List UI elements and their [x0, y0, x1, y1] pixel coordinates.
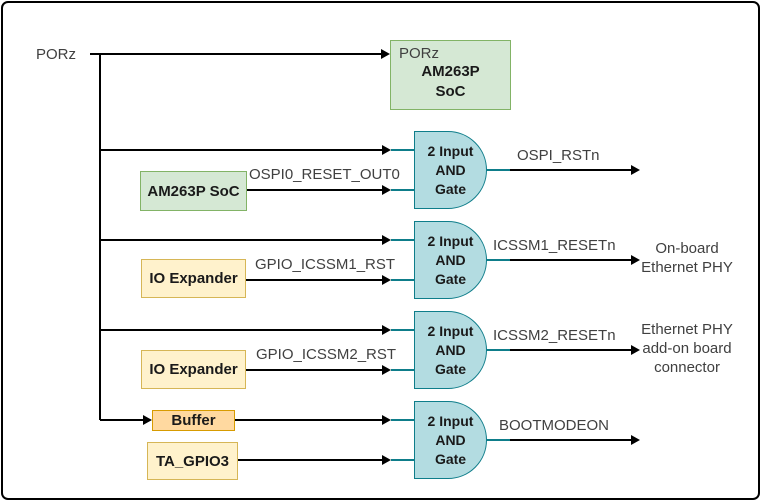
output-label-bootmodeon: BOOTMODEON: [499, 417, 610, 434]
wire-branch-gate2: [100, 239, 382, 241]
wire-ospi0-reset-out0: [247, 189, 382, 191]
gate-input-stub: [391, 459, 414, 461]
wire-branch-gate3: [100, 329, 382, 331]
am263p-soc-source-box: AM263P SoC: [140, 171, 247, 211]
signal-label-ospi0-reset-out0: OSPI0_RESET_OUT0: [249, 166, 400, 183]
arrow-right-icon: [631, 165, 640, 175]
wire-icssm2-resetn: [510, 349, 631, 351]
destination-line: add-on board: [642, 340, 732, 357]
ta-gpio3-box: TA_GPIO3: [147, 442, 238, 480]
and-gate-ospi: 2 Input AND Gate: [414, 131, 487, 209]
signal-label-gpio-icssm1-rst: GPIO_ICSSM1_RST: [255, 256, 396, 273]
gate-input-stub: [391, 189, 414, 191]
gate-output-stub: [486, 169, 511, 171]
io-expander-box-2: IO Expander: [141, 350, 246, 389]
arrow-right-icon: [382, 415, 391, 425]
gate-input-stub: [391, 369, 414, 371]
arrow-right-icon: [382, 235, 391, 245]
signal-label-gpio-icssm2-rst: GPIO_ICSSM2_RST: [256, 346, 397, 363]
gate-label-line1: 2 Input: [427, 322, 474, 339]
gate-input-stub: [391, 419, 414, 421]
destination-line: connector: [654, 359, 720, 376]
wire-gpio-icssm1-rst: [246, 279, 382, 281]
wire-porz-trunk: [99, 53, 101, 420]
and-gate-icssm1: 2 Input AND Gate: [414, 221, 487, 299]
arrow-right-icon: [382, 455, 391, 465]
arrow-right-icon: [382, 185, 391, 195]
gate-label-line3: Gate: [434, 450, 467, 467]
and-gate-icssm2: 2 Input AND Gate: [414, 311, 487, 389]
destination-line: Ethernet PHY: [641, 259, 733, 276]
wire-buffer-out: [235, 419, 382, 421]
arrow-right-icon: [381, 49, 390, 59]
wire-bootmodeon: [510, 439, 631, 441]
wire-ta-gpio3-out: [238, 459, 382, 461]
soc-name-line2: SoC: [435, 83, 466, 100]
io-expander-box-1: IO Expander: [141, 259, 246, 298]
arrow-right-icon: [631, 255, 640, 265]
gate-label-line1: 2 Input: [427, 412, 474, 429]
destination-line: Ethernet PHY: [641, 321, 733, 338]
destination-addon-board-connector: Ethernet PHY add-on board connector: [630, 320, 744, 377]
buffer-box: Buffer: [152, 410, 235, 431]
output-label-icssm1-resetn: ICSSM1_RESETn: [493, 237, 616, 254]
wire-porz-to-soc: [90, 53, 382, 55]
wire-gpio-icssm2-rst: [246, 369, 382, 371]
gate-output-stub: [486, 259, 511, 261]
gate-label-line1: 2 Input: [427, 232, 474, 249]
wire-ospi-rstn: [510, 169, 631, 171]
arrow-right-icon: [382, 145, 391, 155]
gate-input-stub: [391, 239, 414, 241]
and-gate-bootmode: 2 Input AND Gate: [414, 401, 487, 479]
arrow-right-icon: [382, 325, 391, 335]
gate-input-stub: [391, 279, 414, 281]
arrow-right-icon: [143, 415, 152, 425]
output-label-icssm2-resetn: ICSSM2_RESETn: [493, 327, 616, 344]
destination-line: On-board: [655, 240, 719, 257]
am263p-soc-target-box: PORz AM263P SoC: [390, 40, 511, 110]
porz-pin-label: PORz: [399, 45, 440, 62]
gate-label-line3: Gate: [434, 180, 467, 197]
gate-output-stub: [486, 349, 511, 351]
soc-name-line1: AM263P: [421, 63, 480, 80]
porz-net-label: PORz: [36, 46, 77, 63]
wire-icssm1-resetn: [510, 259, 631, 261]
wire-branch-buffer: [100, 419, 143, 421]
gate-input-stub: [391, 329, 414, 331]
gate-label-line3: Gate: [434, 270, 467, 287]
gate-label-line2: AND: [435, 251, 466, 268]
destination-onboard-ethernet-phy: On-board Ethernet PHY: [630, 239, 744, 277]
arrow-right-icon: [382, 275, 391, 285]
gate-label-line2: AND: [435, 431, 466, 448]
output-label-ospi-rstn: OSPI_RSTn: [517, 147, 600, 164]
gate-label-line3: Gate: [434, 360, 467, 377]
arrow-right-icon: [382, 365, 391, 375]
gate-label-line1: 2 Input: [427, 142, 474, 159]
gate-label-line2: AND: [435, 341, 466, 358]
gate-output-stub: [486, 439, 511, 441]
arrow-right-icon: [631, 345, 640, 355]
gate-label-line2: AND: [435, 161, 466, 178]
wire-branch-gate1: [100, 149, 382, 151]
gate-input-stub: [391, 149, 414, 151]
arrow-right-icon: [631, 435, 640, 445]
